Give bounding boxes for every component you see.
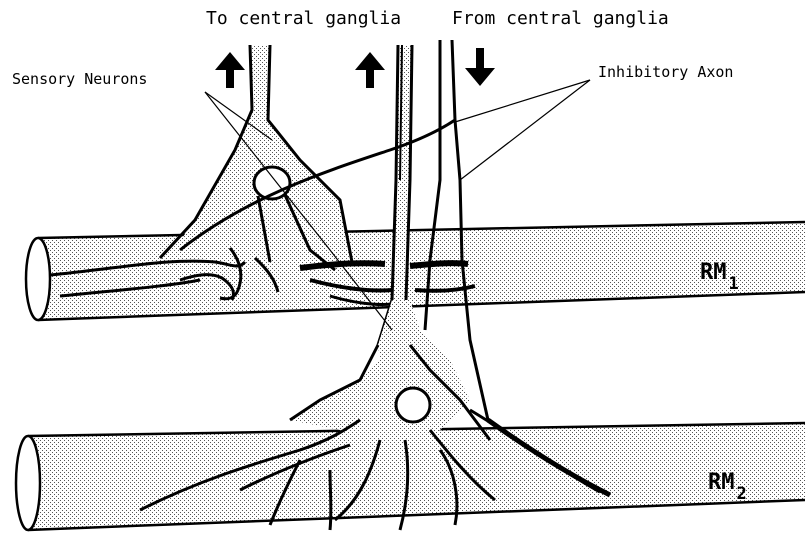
from-central-ganglia-label: From central ganglia [452,8,669,29]
sensory-neurons-label: Sensory Neurons [12,70,147,88]
lower-soma-nucleus [396,388,430,422]
to-central-ganglia-label: To central ganglia [206,8,401,29]
inhibitory-axon-label: Inhibitory Axon [598,63,733,81]
rm1-subscript: 1 [729,274,739,294]
arrow-up-left-icon [215,52,245,88]
muscle-fiber-rm1 [26,222,805,320]
rm1-name: RM [700,260,727,285]
rm2-subscript: 2 [737,484,747,504]
rm2-name: RM [708,470,735,495]
arrow-down-icon [465,48,495,86]
arrow-up-middle-icon [355,52,385,88]
